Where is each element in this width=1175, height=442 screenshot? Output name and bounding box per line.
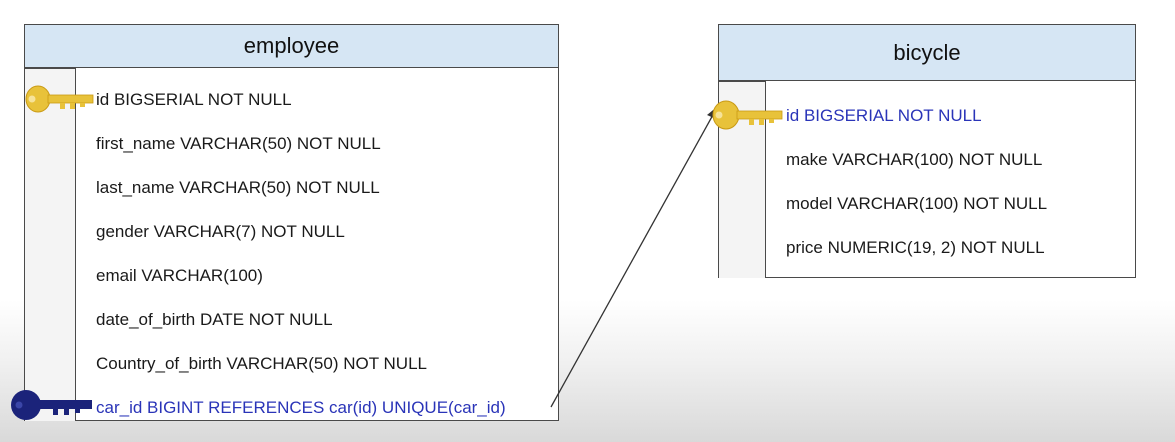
bicycle-field-id: id BIGSERIAL NOT NULL [786,106,982,125]
bicycle-table-title: bicycle [893,39,961,65]
employee-field-email: email VARCHAR(100) [96,266,263,285]
employee-table-title: employee [243,33,340,58]
employee-field-date-of-birth: date_of_birth DATE NOT NULL [96,310,333,329]
bicycle-field-make: make VARCHAR(100) NOT NULL [786,150,1043,169]
bicycle-field-price: price NUMERIC(19, 2) NOT NULL [786,238,1045,257]
bicycle-table: bicycle id BIGSERIAL NOT NULL make VARCH… [718,24,1136,278]
employee-primary-key-icon [24,84,96,114]
employee-field-last-name: last_name VARCHAR(50) NOT NULL [96,178,380,197]
employee-field-country-of-birth: Country_of_birth VARCHAR(50) NOT NULL [96,354,427,373]
employee-field-gender: gender VARCHAR(7) NOT NULL [96,222,345,241]
employee-table: employee id BIGSERIAL NOT NULL first_nam… [24,24,559,421]
employee-field-id: id BIGSERIAL NOT NULL [96,90,292,109]
employee-table-header: employee [25,25,558,68]
employee-field-car-id: car_id BIGINT REFERENCES car(id) UNIQUE(… [96,398,506,417]
bicycle-primary-key-icon [710,99,784,131]
employee-key-gutter [25,68,76,421]
bicycle-field-model: model VARCHAR(100) NOT NULL [786,194,1048,213]
bicycle-table-header: bicycle [719,25,1135,81]
employee-field-first-name: first_name VARCHAR(50) NOT NULL [96,134,381,153]
employee-foreign-key-icon [9,389,95,421]
